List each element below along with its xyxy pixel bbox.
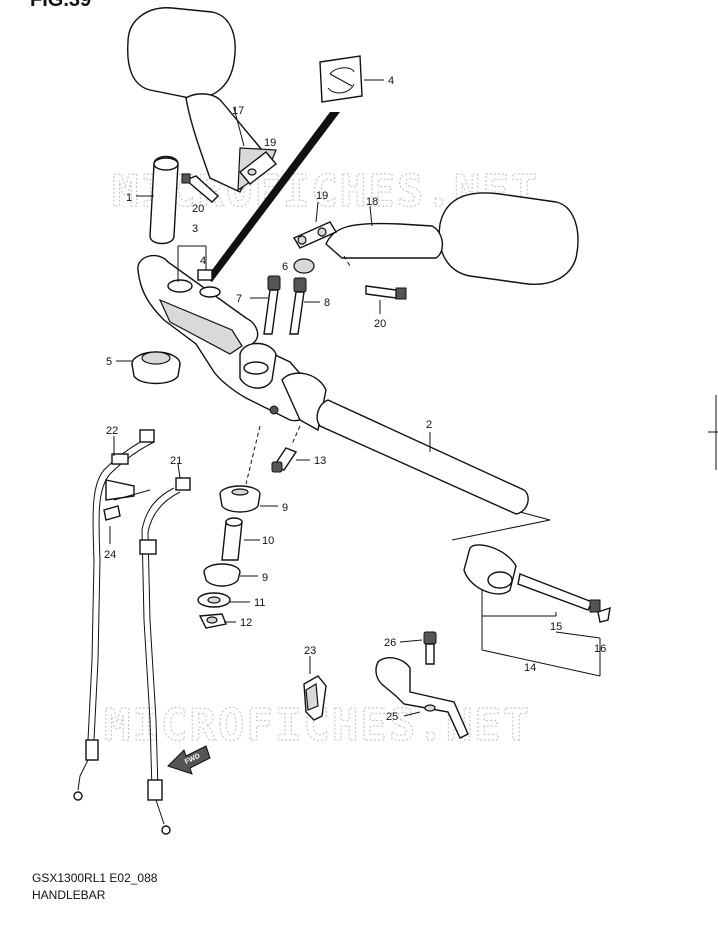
- callout-17: 17: [232, 105, 244, 117]
- fwd-arrow-icon: FWD: [167, 745, 211, 775]
- figure-caption: HANDLEBAR: [32, 888, 106, 902]
- mirror-bolt-20-right: [365, 285, 407, 314]
- callout-8: 8: [324, 297, 330, 309]
- callout-16: 16: [594, 643, 606, 655]
- callout-25: 25: [386, 711, 398, 723]
- throttle-cable-21: [139, 463, 191, 835]
- throttle-cable-22: [73, 429, 155, 801]
- spacer-10: [221, 517, 260, 561]
- bolt-26: [399, 631, 437, 665]
- callout-21: 21: [170, 455, 182, 467]
- callout-9-bottom: 9: [262, 572, 268, 584]
- callout-19-right: 19: [316, 190, 328, 202]
- cushion-9-top: [219, 425, 278, 513]
- callout-15: 15: [550, 621, 562, 633]
- callout-22: 22: [106, 425, 118, 437]
- callout-4-clamp: 4: [200, 255, 206, 267]
- callout-12: 12: [240, 617, 252, 629]
- suzuki-emblem-4: [206, 55, 384, 282]
- callout-4-emblem: 4: [388, 75, 394, 87]
- callout-23: 23: [304, 645, 316, 657]
- ring-5: [116, 351, 181, 385]
- handlebar-clamp-3: [137, 245, 327, 432]
- cap-6: [293, 258, 315, 274]
- callout-10: 10: [262, 535, 274, 547]
- callout-6: 6: [282, 261, 288, 273]
- figure-title: FIG.39: [30, 0, 91, 11]
- mirror-bolt-20-left: [181, 173, 220, 203]
- callout-19-left: 19: [264, 137, 276, 149]
- cushion-9-bottom: [203, 563, 258, 587]
- bracket-24: [103, 489, 151, 544]
- callout-24: 24: [104, 549, 116, 561]
- callout-18: 18: [366, 196, 378, 208]
- washer-11: [197, 592, 250, 608]
- model-code: GSX1300RL1 E02_088: [32, 871, 158, 885]
- right-mirror-18: [325, 192, 579, 285]
- callout-7: 7: [236, 293, 242, 305]
- callout-26: 26: [384, 637, 396, 649]
- callout-20-right: 20: [374, 318, 386, 330]
- callout-20-left: 20: [192, 203, 204, 215]
- holder-19-left: [238, 151, 278, 185]
- handlebar-balancer-14: [463, 544, 611, 677]
- callout-14: 14: [524, 662, 536, 674]
- clamp-23: [303, 656, 327, 721]
- callout-2: 2: [426, 419, 432, 431]
- bolt-13: [271, 425, 310, 473]
- callout-9-top: 9: [282, 502, 288, 514]
- callout-3: 3: [192, 223, 198, 235]
- callout-1: 1: [126, 192, 132, 204]
- bolt-8: [289, 277, 320, 335]
- bolt-7: [250, 275, 281, 335]
- callout-5: 5: [106, 356, 112, 368]
- handlebar-tube-2: [316, 399, 551, 541]
- grip-1: [136, 155, 179, 245]
- nut-12: [198, 613, 236, 629]
- callout-13: 13: [314, 455, 326, 467]
- holder-19-right: [292, 201, 338, 249]
- callout-11: 11: [254, 597, 265, 609]
- bracket-25: [375, 657, 469, 739]
